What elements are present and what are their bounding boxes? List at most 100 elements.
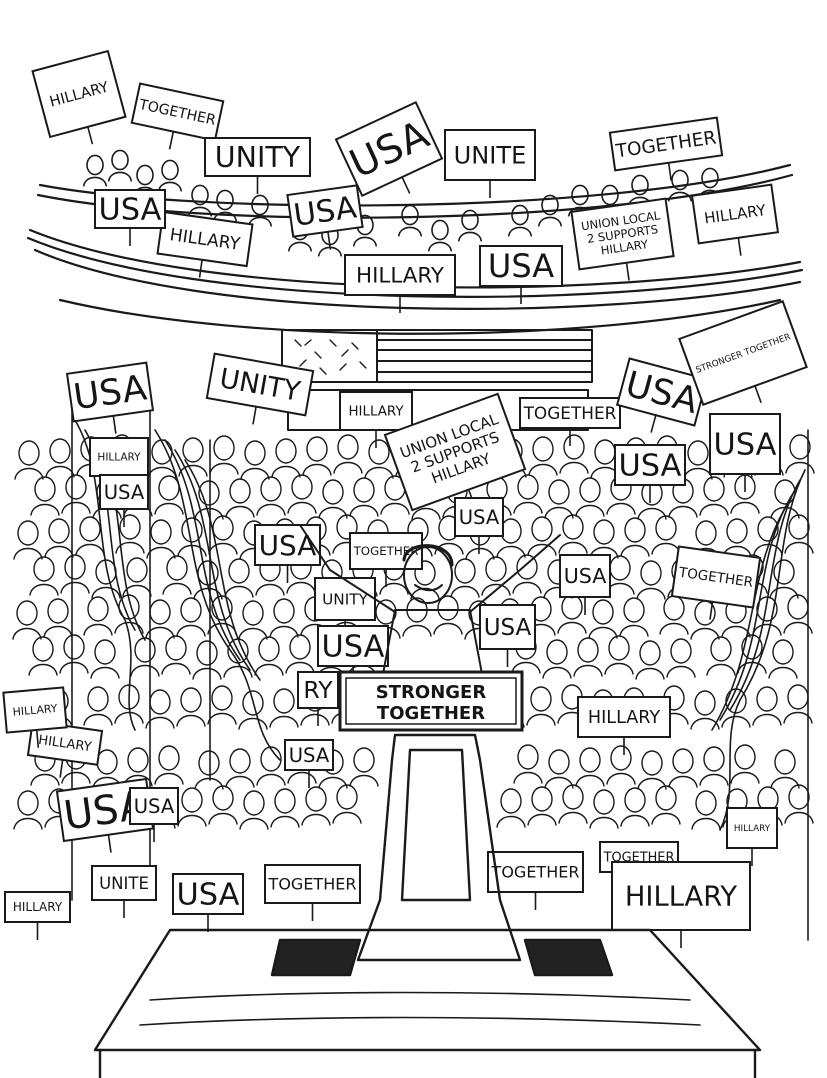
crowd-head xyxy=(787,594,809,620)
crowd-body xyxy=(690,627,720,640)
crowd-body xyxy=(706,663,736,676)
sign-board xyxy=(479,604,536,650)
floor-sign-3: TOGETHER xyxy=(519,397,621,446)
sign-board xyxy=(487,851,584,893)
crowd-head xyxy=(593,519,615,545)
crowd-body xyxy=(286,581,316,594)
crowd-head xyxy=(212,515,234,541)
floor-sign-26: TOGETHER xyxy=(264,864,361,921)
crowd-body xyxy=(353,236,377,247)
crowd-head xyxy=(322,479,344,505)
crowd-head xyxy=(672,748,694,774)
crowd-body xyxy=(458,231,482,242)
crowd-head xyxy=(531,786,553,812)
crowd-body xyxy=(61,771,91,784)
crowd-body xyxy=(256,773,286,786)
crowd-head xyxy=(161,159,179,181)
sign-board xyxy=(559,554,611,598)
floor-sign-24: USA xyxy=(129,787,179,842)
crowd-body xyxy=(59,661,89,674)
sign-text: UNITY xyxy=(322,590,368,608)
crowd-head xyxy=(562,784,584,810)
sign-text: USA xyxy=(259,529,317,562)
floor-sign-30: USA xyxy=(172,873,244,932)
podium-sign-line2: TOGETHER xyxy=(377,703,485,724)
crowd-body xyxy=(75,543,105,556)
crowd-body xyxy=(398,226,422,237)
crowd-head xyxy=(136,164,154,186)
crowd-head xyxy=(65,474,87,500)
crowd-body xyxy=(785,461,815,474)
crowd-head xyxy=(577,637,599,663)
crowd-head xyxy=(579,747,601,773)
floor-sign-33: HILLARY xyxy=(611,861,751,948)
crowd-body xyxy=(496,545,526,558)
crowd-head xyxy=(631,174,649,196)
crowd-body xyxy=(620,814,650,827)
crowd-body xyxy=(783,621,813,634)
crowd-body xyxy=(668,775,698,788)
crowd-head xyxy=(710,636,732,662)
crowd-body xyxy=(108,171,132,182)
crowd-body xyxy=(61,501,91,514)
sign-text: UNITE xyxy=(454,141,527,169)
crowd-head xyxy=(353,477,375,503)
crowd-body xyxy=(589,816,619,829)
crowd-head xyxy=(592,599,614,625)
crowd-head xyxy=(562,514,584,540)
crowd-head xyxy=(227,638,249,664)
crowd-head xyxy=(181,787,203,813)
crowd-body xyxy=(208,542,238,555)
crowd-head xyxy=(571,184,589,206)
crowd-head xyxy=(516,554,538,580)
podium-sign-line1: STRONGER xyxy=(376,682,487,703)
crowd-head xyxy=(437,595,459,621)
sign-text: USA xyxy=(99,193,162,228)
crowd-head xyxy=(701,167,719,189)
crowd-body xyxy=(158,181,182,192)
crowd-head xyxy=(741,634,763,660)
crowd-body xyxy=(691,817,721,830)
crowd-head xyxy=(579,477,601,503)
crowd-body xyxy=(558,811,588,824)
sign-stick xyxy=(198,259,203,278)
crowd-head xyxy=(126,557,148,583)
crowd-body xyxy=(635,667,665,680)
floor-sign-16: USA xyxy=(317,625,389,684)
balcony-sign-9: HILLARY xyxy=(344,254,456,313)
crowd-body xyxy=(288,241,312,252)
floor-sign-20: RY xyxy=(297,671,339,726)
crowd-head xyxy=(242,600,264,626)
crowd-body xyxy=(147,466,177,479)
crowd-body xyxy=(130,664,160,677)
crowd-head xyxy=(260,476,282,502)
crowd-body xyxy=(238,627,268,640)
crowd-body xyxy=(364,466,394,479)
crowd-body xyxy=(557,621,587,634)
sign-stick xyxy=(252,406,257,425)
crowd-head xyxy=(725,688,747,714)
crowd-body xyxy=(14,467,44,480)
sign-text: UNITY xyxy=(215,141,301,174)
crowd-head xyxy=(517,744,539,770)
sign-text: USA xyxy=(619,449,682,484)
floor-sign-25: HILLARY xyxy=(26,720,104,778)
crowd-body xyxy=(768,666,798,679)
crowd-body xyxy=(730,501,760,514)
sign-text: USA xyxy=(459,506,500,529)
crowd-head xyxy=(548,479,570,505)
balcony-sign-0: HILLARY xyxy=(31,49,127,145)
floor-sign-13: TOGETHER xyxy=(670,545,762,620)
crowd-head xyxy=(289,634,311,660)
crowd-body xyxy=(402,624,432,637)
crowd-body xyxy=(270,815,300,828)
crowd-body xyxy=(176,714,206,727)
crowd-body xyxy=(114,621,144,634)
crowd-head xyxy=(228,558,250,584)
sign-stick xyxy=(754,385,762,404)
crowd-body xyxy=(43,625,73,638)
crowd-body xyxy=(558,541,588,554)
crowd-body xyxy=(83,176,107,187)
